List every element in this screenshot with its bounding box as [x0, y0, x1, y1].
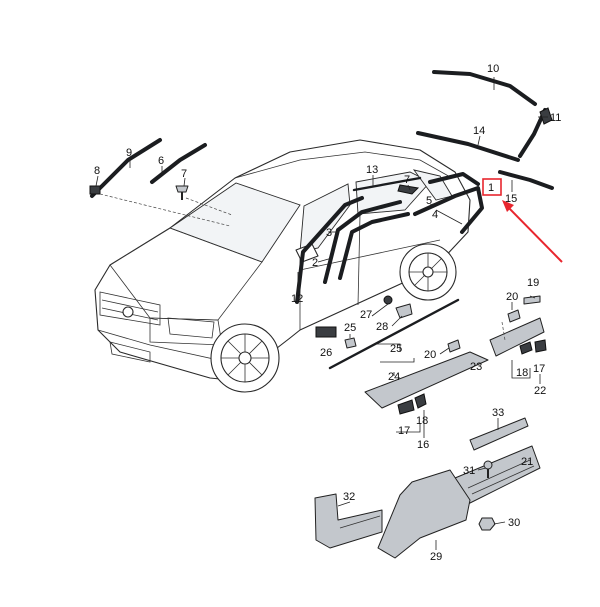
callout-7a: 7	[181, 168, 187, 180]
callout-10: 10	[487, 63, 499, 75]
callout-19: 19	[527, 277, 539, 289]
strip-3	[323, 200, 402, 284]
callout-20a: 20	[424, 349, 436, 361]
callout-26: 26	[320, 347, 332, 359]
highlight-arrowhead	[502, 200, 514, 212]
callout-5: 5	[426, 195, 432, 207]
roof-rails	[416, 70, 554, 190]
callout-33: 33	[492, 407, 504, 419]
lower-trim-parts	[314, 417, 541, 559]
screw-19	[523, 295, 541, 305]
strip-4	[413, 186, 484, 234]
callout-6: 6	[158, 155, 164, 167]
clip-26	[315, 326, 337, 338]
vehicle-illustration	[94, 139, 471, 393]
callout-1: 1	[488, 182, 494, 194]
callout-17b: 17	[533, 363, 545, 375]
side-trim-parts	[315, 295, 547, 415]
callout-labels: 1 2 3 4 5 6 7 7 8 9 10 11 12 13 14 15 16…	[94, 63, 561, 563]
panel-22	[489, 317, 545, 357]
nut-30	[478, 517, 496, 531]
roof-strip-14	[416, 131, 520, 162]
clip-20	[447, 339, 461, 353]
clip-25	[344, 337, 357, 349]
leader-lines	[95, 77, 548, 550]
callout-29: 29	[430, 551, 442, 563]
side-window-rear	[355, 171, 431, 215]
sill-strip-33	[469, 417, 529, 451]
side-window-front	[299, 183, 351, 253]
callout-32: 32	[343, 491, 355, 503]
clip-8	[89, 185, 101, 195]
strip-9	[90, 138, 162, 198]
callout-13: 13	[366, 164, 378, 176]
door-frame-strips	[295, 172, 484, 304]
strip-13	[352, 176, 422, 192]
callout-12: 12	[291, 293, 303, 305]
rear-wheel	[399, 243, 457, 301]
callout-28: 28	[376, 321, 388, 333]
callout-15: 15	[505, 193, 517, 205]
sill-moulding-16	[364, 351, 489, 409]
screw-31	[483, 460, 493, 478]
callout-21: 21	[521, 456, 533, 468]
callout-2: 2	[312, 257, 318, 269]
callout-17a: 17	[398, 425, 410, 437]
callout-14: 14	[473, 125, 485, 137]
highlight-arrow	[505, 204, 563, 263]
nut-27	[383, 295, 393, 305]
callout-25a: 25	[344, 322, 356, 334]
strip-12	[295, 196, 364, 304]
callout-20b: 20	[506, 291, 518, 303]
callout-11: 11	[550, 112, 561, 124]
bolt-7	[175, 185, 189, 200]
callout-4: 4	[432, 209, 438, 221]
callout-30: 30	[508, 517, 520, 529]
panel-29	[377, 469, 471, 559]
callout-7b: 7	[404, 174, 410, 186]
pillar-strips	[89, 138, 233, 227]
strip-5	[428, 172, 480, 186]
screw-28	[395, 303, 413, 319]
callout-16: 16	[417, 439, 429, 451]
callout-31: 31	[463, 465, 475, 477]
callout-8: 8	[94, 165, 100, 177]
roof-strip-10	[432, 70, 537, 106]
callout-23: 23	[470, 361, 482, 373]
callout-22: 22	[534, 385, 546, 397]
trim-15	[498, 170, 554, 190]
callout-3: 3	[326, 227, 332, 239]
highlight-box	[482, 178, 502, 196]
callout-18a: 18	[416, 415, 428, 427]
strip-6	[150, 143, 207, 184]
callout-24: 24	[388, 371, 400, 383]
callout-25b: 25	[390, 343, 402, 355]
callout-18b: 18	[516, 367, 528, 379]
front-wheel	[210, 323, 280, 393]
callout-9: 9	[126, 147, 132, 159]
highlight-annotation	[482, 178, 563, 263]
strip-2	[338, 212, 410, 280]
roof-strip-11	[518, 108, 547, 158]
strip-24	[328, 298, 460, 370]
callout-27: 27	[360, 309, 372, 321]
flap-32	[314, 493, 383, 549]
